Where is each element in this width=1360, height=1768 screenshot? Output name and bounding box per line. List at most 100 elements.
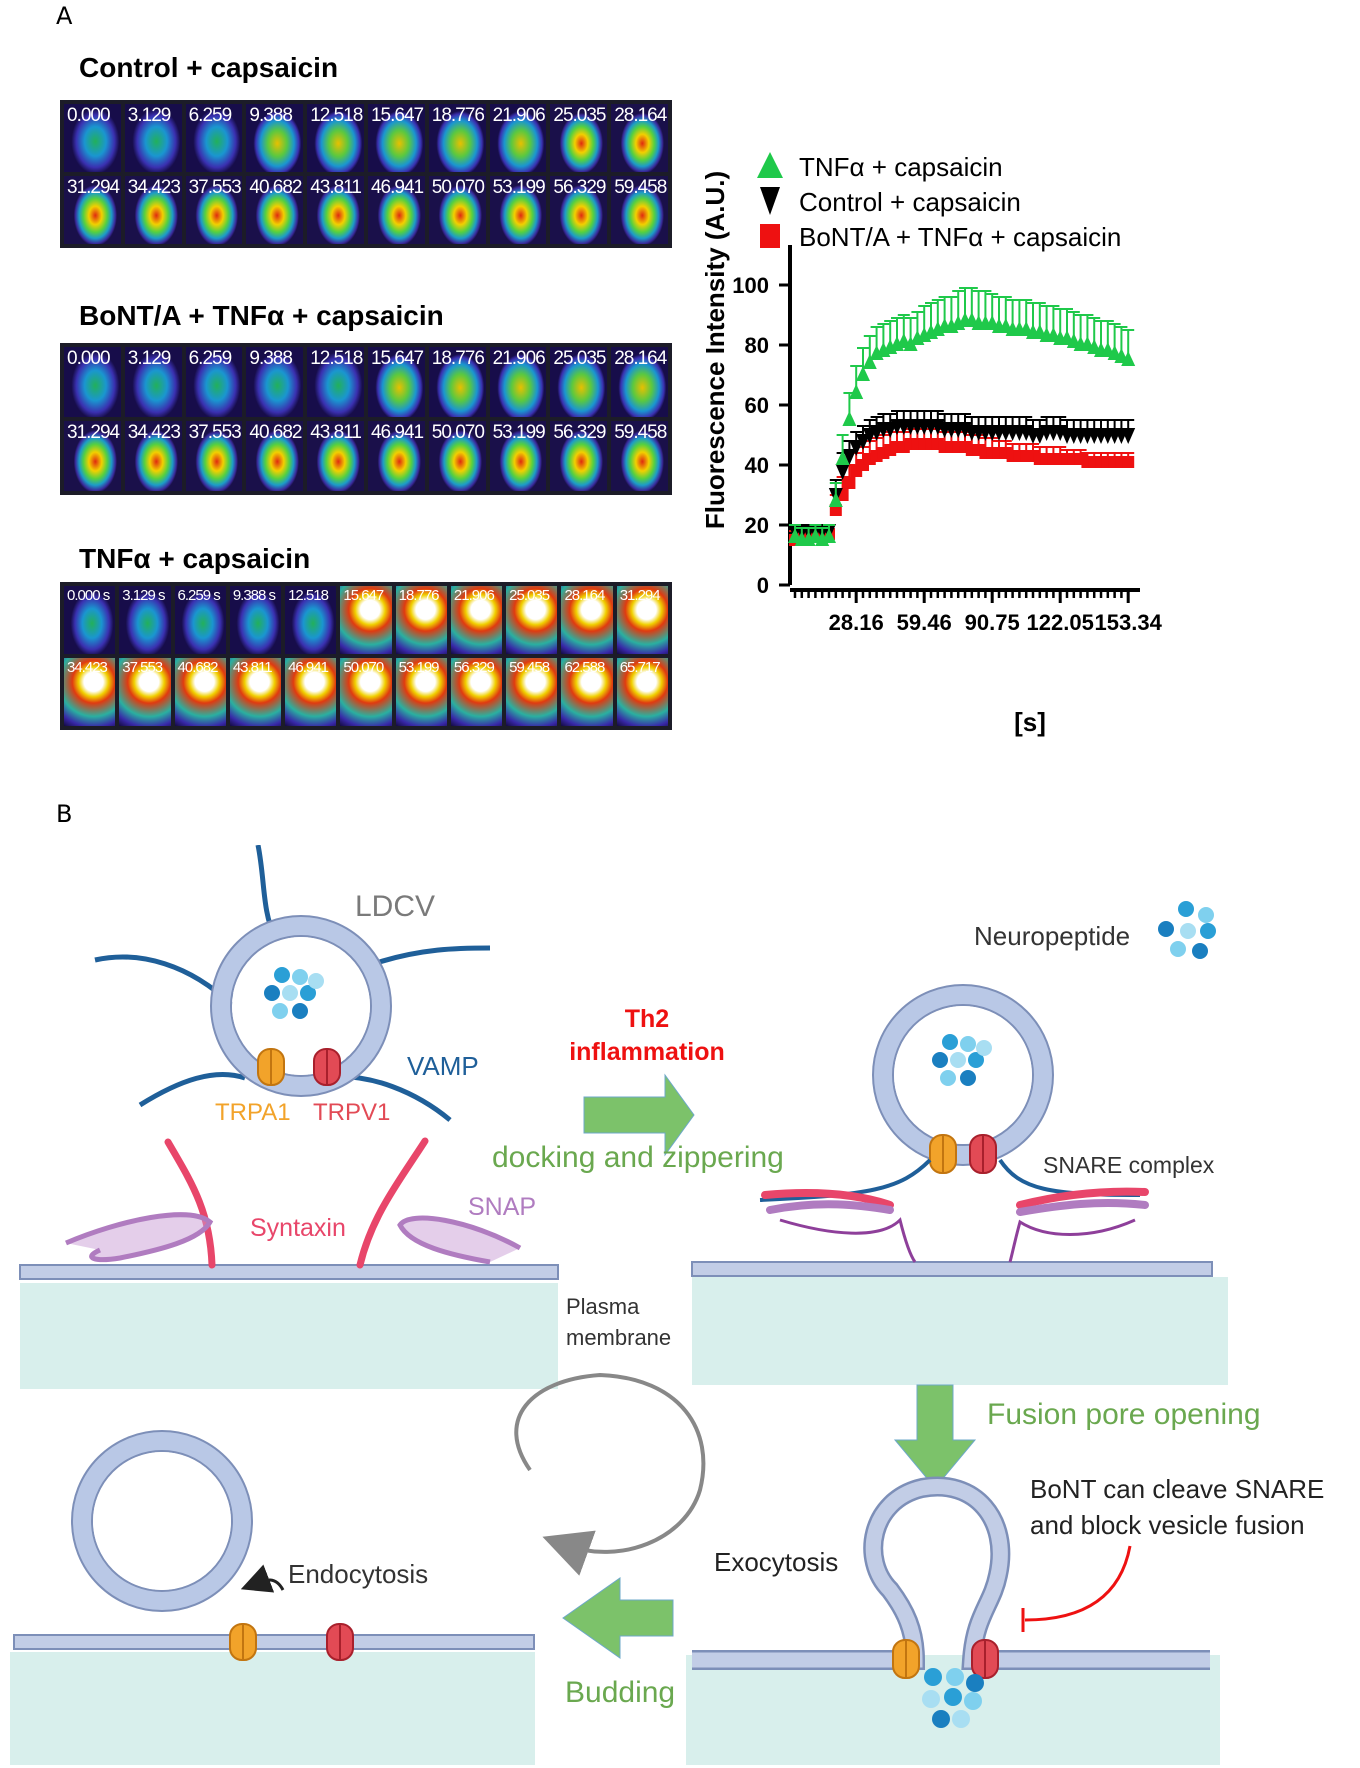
image-frame: 46.941 [367, 421, 425, 491]
frame-timestamp: 15.647 [370, 105, 424, 126]
image-frame: 50.070 [428, 421, 486, 491]
image-frame: 53.199 [489, 421, 547, 491]
trpv1-channel-exo [971, 1639, 999, 1679]
trpa1-channel-topleft [257, 1048, 285, 1086]
syntaxin-left [164, 1138, 216, 1269]
cycle-arrow [514, 1372, 706, 1576]
image-frame: 59.458 [611, 421, 668, 491]
arrow-right-th2 [583, 1073, 695, 1157]
neuropeptide-dot [1178, 901, 1194, 917]
image-frame: 46.941 [285, 658, 337, 726]
image-frame: 6.259 [185, 104, 243, 172]
fusion-pore-omega [692, 1476, 1210, 1670]
label-vamp: VAMP [407, 1051, 479, 1081]
neuropeptide-dot [966, 1674, 984, 1692]
row-title-control: Control + capsaicin [79, 52, 339, 83]
label-inflammation: inflammation [569, 1038, 725, 1066]
frame-timestamp: 59.458 [614, 422, 667, 443]
image-frame: 18.776 [428, 104, 486, 172]
image-frame: 53.199 [395, 658, 447, 726]
image-frame: 3.129 [124, 104, 182, 172]
cytoplasm-block-topleft [20, 1283, 558, 1389]
image-frame: 46.941 [367, 176, 425, 244]
row-title-bont: BoNT/A + TNFα + capsaicin [79, 300, 444, 331]
label-plasma: Plasma [566, 1294, 640, 1319]
label-bont-line2: and block vesicle fusion [1030, 1510, 1305, 1540]
x-tick-label: 122.05 [1027, 610, 1094, 635]
frame-timestamp: 50.070 [431, 422, 485, 443]
snare-diagram: LDCV VAMP TRPA1 TRPV1 Syntaxin SNAP Th2 … [10, 845, 1324, 1765]
image-frame: 40.682 [246, 421, 304, 491]
cytoplasm-block-topright [692, 1277, 1228, 1385]
panel-b-letter: B [56, 800, 73, 828]
label-ldcv: LDCV [355, 890, 435, 923]
neuropeptide-dot [932, 1052, 948, 1068]
trpv1-channel-topleft [313, 1048, 341, 1086]
neuropeptide-dot [960, 1070, 976, 1086]
frame-timestamp: 31.294 [67, 177, 120, 198]
image-frame: 28.164 [561, 586, 613, 654]
image-frame: 62.588 [561, 658, 613, 726]
plasma-membrane-bottomleft [13, 1634, 535, 1650]
neuropeptide-dot [946, 1668, 964, 1686]
series-1 [788, 410, 1136, 540]
x-tick-label: 90.75 [965, 610, 1020, 635]
image-frame: 0.000 [64, 347, 121, 417]
legend-label: TNFα + capsaicin [799, 152, 1003, 182]
image-frame: 37.553 [119, 658, 171, 726]
frame-timestamp: 25.035 [509, 587, 550, 604]
image-frame: 12.518 [307, 347, 364, 417]
image-frame: 43.811 [307, 176, 364, 244]
neuropeptide-cluster-ldcv [264, 967, 324, 1019]
frame-timestamp: 40.682 [177, 659, 219, 676]
recycled-vesicle [71, 1430, 253, 1612]
label-syntaxin: Syntaxin [250, 1214, 346, 1242]
neuropeptide-dot [960, 1036, 976, 1052]
arrow-left-budding [562, 1577, 674, 1659]
legend-label: BoNT/A + TNFα + capsaicin [799, 222, 1121, 252]
neuropeptide-dot [964, 1692, 982, 1710]
frame-timestamp: 56.329 [553, 177, 606, 198]
cytoplasm-block-bottomleft [10, 1652, 535, 1765]
neuropeptide-dot [922, 1690, 940, 1708]
neuropeptide-dot [924, 1668, 942, 1686]
y-tick-label: 0 [757, 573, 769, 598]
image-frame: 50.070 [340, 658, 392, 726]
image-frame: 25.035 [550, 104, 608, 172]
image-frame: 34.423 [64, 658, 116, 726]
image-frame: 56.329 [450, 658, 503, 726]
image-frame: 15.647 [340, 586, 392, 654]
image-frame: 3.129 [124, 347, 182, 417]
frame-timestamp: 59.458 [509, 659, 550, 676]
neuropeptide-dot [950, 1052, 966, 1068]
neuropeptide-dot [1180, 923, 1196, 939]
frame-timestamp: 3.129 [127, 105, 172, 126]
neuropeptide-dot [1192, 943, 1208, 959]
frame-timestamp: 37.553 [122, 659, 163, 676]
neuropeptide-dot [1170, 941, 1186, 957]
snap-right [397, 1215, 522, 1265]
image-frame: 21.906 [489, 104, 547, 172]
snare-complex-left [759, 1158, 932, 1263]
x-axis-label: [s] [1014, 707, 1046, 737]
neuropeptide-cluster-docked [932, 1034, 992, 1086]
image-frame: 43.811 [307, 421, 364, 491]
label-snap: SNAP [468, 1193, 536, 1221]
neuropeptide-dot [932, 1710, 950, 1728]
image-frame: 28.164 [611, 104, 668, 172]
frame-timestamp: 18.776 [431, 348, 485, 369]
x-tick-label: 28.16 [829, 610, 884, 635]
frame-timestamp: 43.811 [232, 659, 273, 676]
panel-a-letter: A [56, 2, 73, 30]
frame-timestamp: 3.129 [127, 348, 172, 369]
image-frame: 0.000 [64, 104, 121, 172]
endocytosis-arrow [240, 1564, 285, 1593]
data-point [1122, 456, 1135, 468]
frame-timestamp: 0.000 [67, 105, 111, 126]
neuropeptide-dot [274, 967, 290, 983]
trpa1-channel-docked [929, 1134, 957, 1174]
frame-timestamp: 0.000 s [67, 587, 110, 604]
frame-timestamp: 28.164 [564, 587, 605, 604]
